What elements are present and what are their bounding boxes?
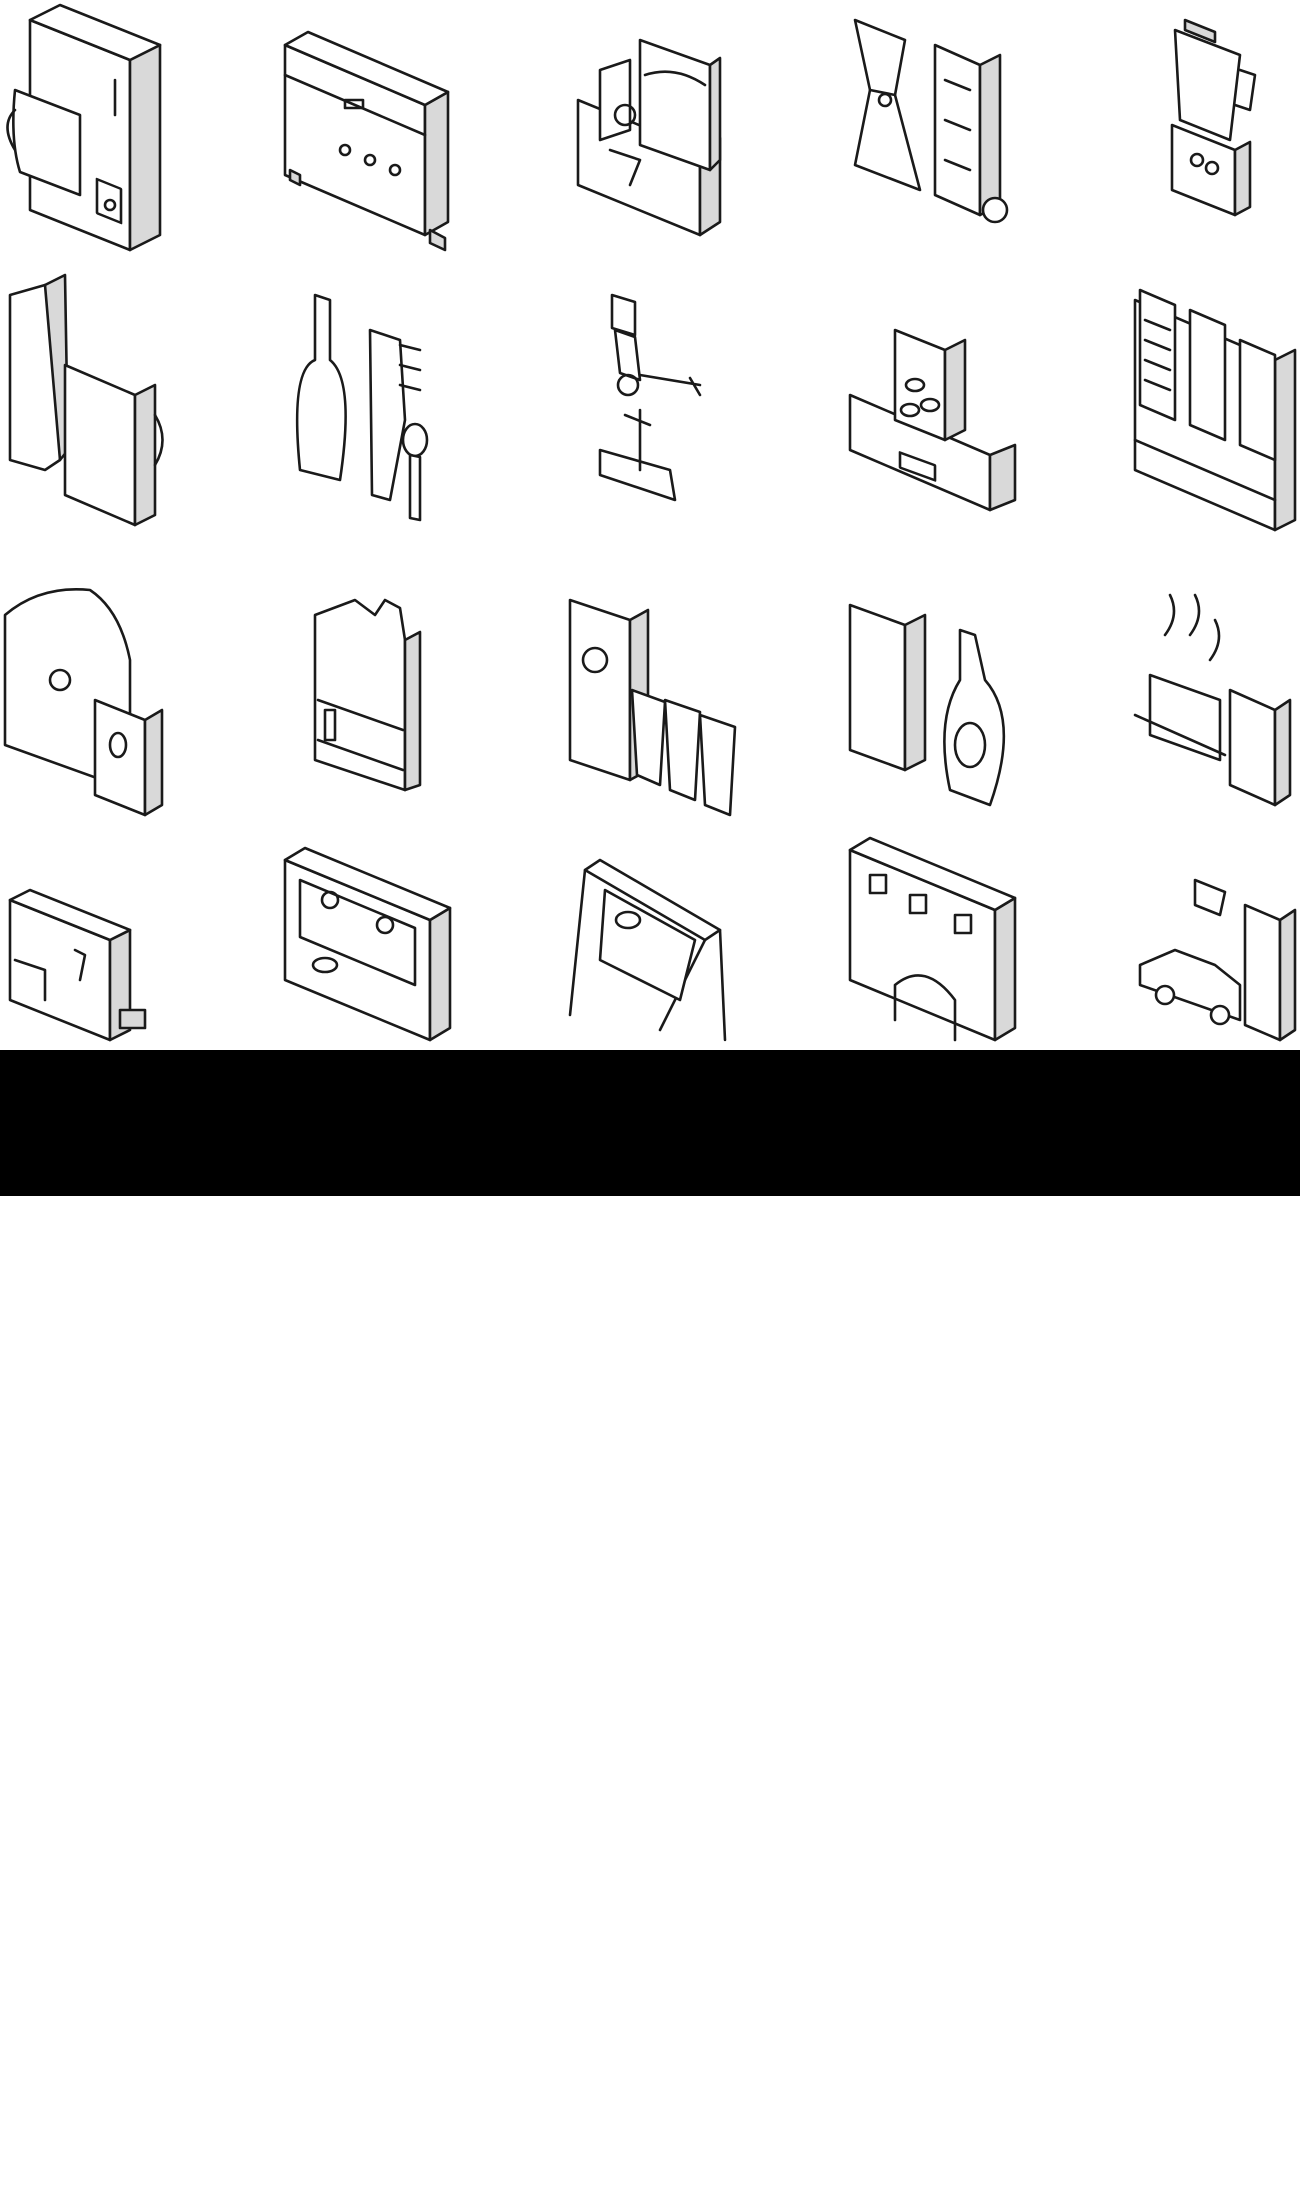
thermos-mug-icon	[8, 273, 164, 527]
cafe-facade-icon	[848, 836, 1017, 1042]
cups-stack-package-icon	[568, 598, 737, 817]
drive-through-car-icon	[1138, 878, 1297, 1042]
icon-canvas: .l{fill:#ffffff;stroke:#1a1a1a;stroke-wi…	[3, 3, 1297, 1042]
side-text: www.alamy.com	[1230, 2120, 1300, 2134]
water-bottle-icon	[313, 598, 422, 792]
footer-bar: alamy www.alamy.com Image ID: 2WK24HJ	[0, 1050, 1300, 2199]
brand-logo[interactable]: alamy	[44, 2136, 199, 2199]
chemex-aeropress-icon	[853, 18, 1009, 224]
side-url: www.alamy.com	[1230, 2121, 1300, 2133]
coffee-shop-building-icon	[1133, 288, 1297, 532]
icon-grid: .l{fill:#ffffff;stroke:#1a1a1a;stroke-wi…	[0, 0, 1300, 1050]
blender-icon	[1170, 18, 1257, 217]
vending-machine-icon	[8, 888, 147, 1042]
sugar-box-syrup-icon	[848, 603, 1006, 807]
image-id-label: Image ID: 2WK24HJ	[1059, 2150, 1260, 2175]
scoop-brush-spoon-icon	[295, 293, 429, 522]
coffee-sack-bag-icon	[3, 588, 164, 817]
coffee-bag-box-icon	[576, 38, 722, 237]
coffee-grinder-stand-icon	[598, 293, 702, 502]
drip-coffee-maker-icon	[6, 3, 162, 252]
hot-coffee-cup-icon	[1133, 593, 1292, 807]
espresso-machine-icon	[283, 30, 450, 252]
menu-board-icon	[283, 846, 452, 1042]
beans-container-scale-icon	[848, 328, 1017, 512]
a-frame-sign-icon	[568, 858, 727, 1042]
